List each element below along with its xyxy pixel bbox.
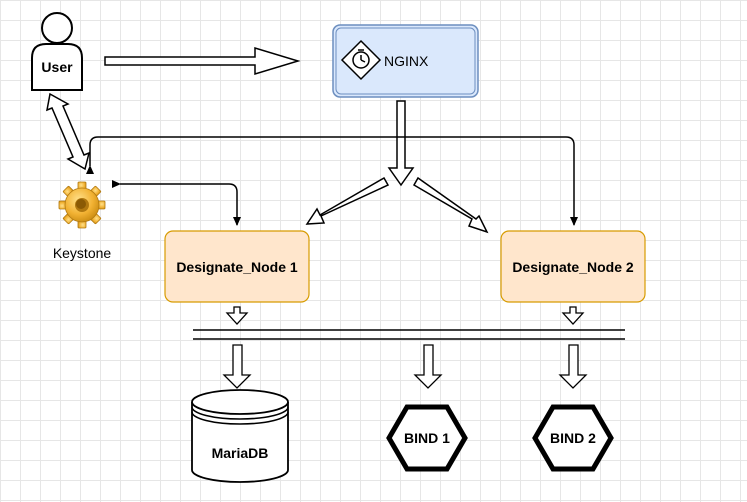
user-icon xyxy=(31,12,83,91)
mariadb-node[interactable]: MariaDB xyxy=(191,389,289,483)
hexagon-icon xyxy=(386,404,468,472)
nginx-down-arrow xyxy=(387,100,415,187)
bind1-label: BIND 1 xyxy=(404,430,450,446)
keystone-node[interactable]: Keystone xyxy=(53,181,112,261)
keystone-designate2-connector xyxy=(86,136,578,226)
split-arrow-right xyxy=(412,176,489,234)
designate-node-2-label: Designate_Node 2 xyxy=(512,259,634,275)
nginx-logo-icon xyxy=(340,39,382,81)
bus-to-bind1-arrow xyxy=(413,344,443,389)
user-label: User xyxy=(41,59,73,75)
bus-to-bind2-arrow xyxy=(558,344,588,389)
nginx-label: NGINX xyxy=(384,53,429,69)
database-icon xyxy=(191,389,289,483)
designate-node-2[interactable]: Designate_Node 2 xyxy=(500,230,646,303)
keystone-label: Keystone xyxy=(53,245,112,261)
bind2-label: BIND 2 xyxy=(550,430,596,446)
nginx-node[interactable]: NGINX xyxy=(332,24,479,98)
user-to-nginx-arrow xyxy=(104,46,301,76)
gear-icon xyxy=(58,181,106,229)
designate-node-1-label: Designate_Node 1 xyxy=(176,259,298,275)
designate-node-1[interactable]: Designate_Node 1 xyxy=(164,230,310,303)
bus-to-mariadb-arrow xyxy=(222,344,252,389)
user-node[interactable]: User xyxy=(31,12,83,91)
split-arrow-left xyxy=(305,176,390,225)
designate2-to-bus-arrow xyxy=(561,306,585,325)
user-keystone-double-arrow xyxy=(46,92,91,171)
mariadb-label: MariaDB xyxy=(212,445,269,461)
bind2-node[interactable]: BIND 2 xyxy=(532,404,614,472)
hexagon-icon xyxy=(532,404,614,472)
bind1-node[interactable]: BIND 1 xyxy=(386,404,468,472)
keystone-designate1-connector xyxy=(112,180,241,226)
designate1-to-bus-arrow xyxy=(225,306,249,325)
